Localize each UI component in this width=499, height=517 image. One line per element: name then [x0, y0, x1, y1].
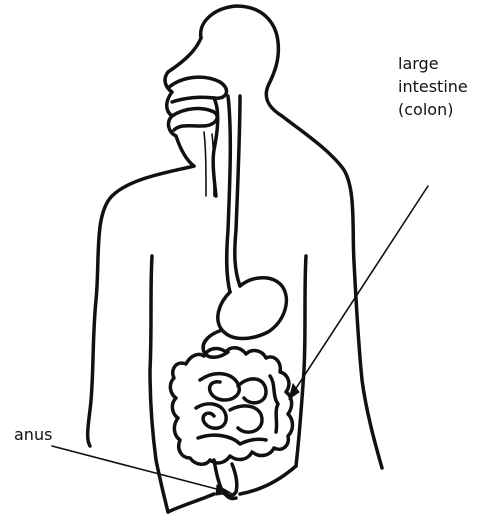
left-shoulder-arm-outline — [88, 166, 194, 446]
small-intestine-coil-4 — [230, 406, 262, 432]
large-intestine-label: large intestine (colon) — [398, 52, 468, 121]
anus-arrowhead — [216, 485, 231, 495]
trachea — [204, 132, 206, 196]
left-hip-outline — [168, 494, 214, 512]
small-intestine-coil-2 — [238, 379, 266, 403]
large-intestine-label-line-2: intestine — [398, 75, 468, 98]
right-hip-outline — [240, 466, 296, 494]
esophagus-inner — [235, 96, 240, 286]
small-intestine-coil-5 — [198, 435, 266, 444]
esophagus — [227, 96, 231, 292]
right-torso-outline — [296, 256, 306, 466]
anus-pointer-line — [52, 446, 228, 492]
oral-cavity — [172, 109, 217, 130]
anus-label: anus — [14, 423, 52, 446]
large-intestine — [170, 348, 292, 465]
nasal-cavity — [168, 77, 227, 102]
small-intestine-coil-3 — [196, 404, 226, 428]
large-intestine-label-line-3: (colon) — [398, 98, 468, 121]
descending-colon-inner — [270, 376, 278, 432]
large-intestine-label-line-1: large — [398, 52, 468, 75]
small-intestine — [200, 374, 239, 400]
